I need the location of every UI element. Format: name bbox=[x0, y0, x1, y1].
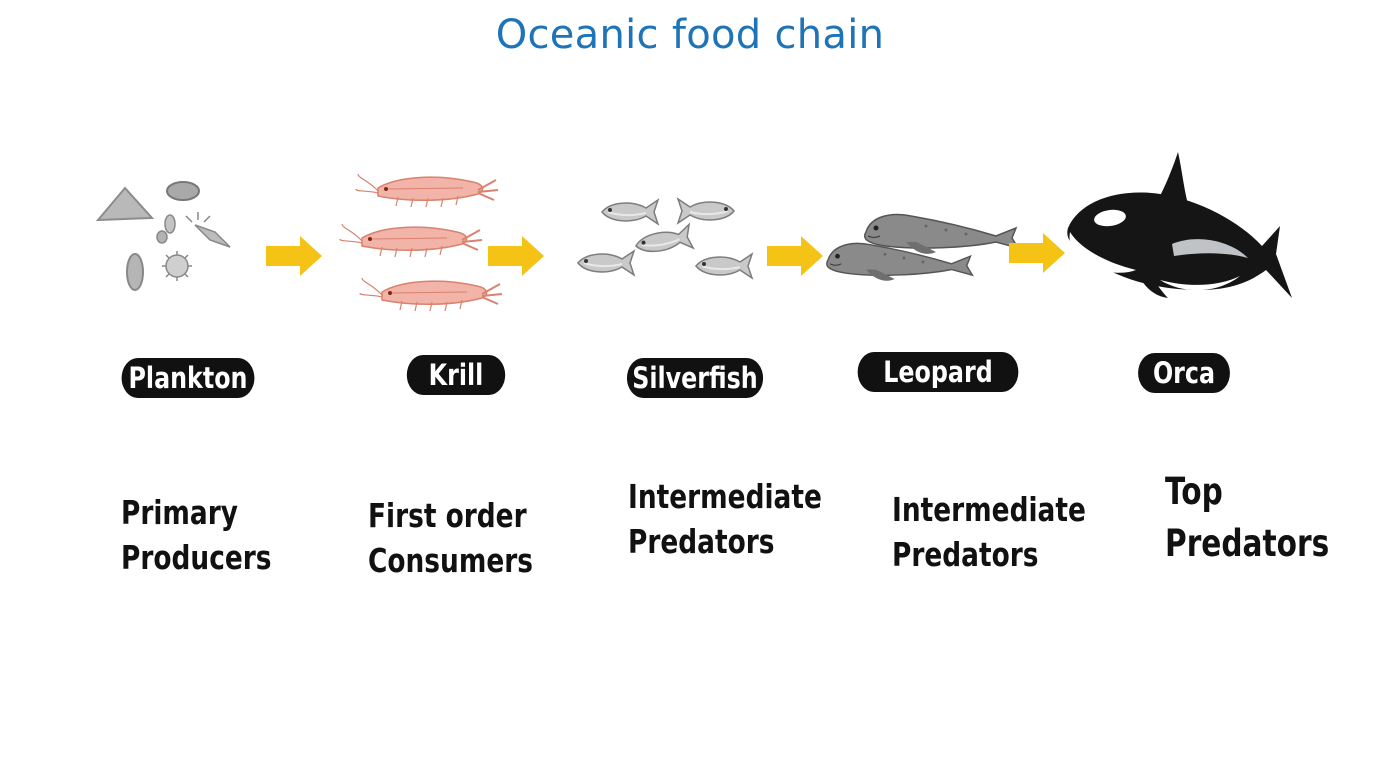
stage-role-silverfish: Intermediate Predators bbox=[628, 477, 822, 561]
stage-role-plankton: Primary Producers bbox=[121, 493, 272, 577]
stage-label-plankton: Plankton bbox=[121, 358, 255, 398]
leopard-seal-icon bbox=[826, 213, 1019, 282]
arrow-icon bbox=[1009, 233, 1065, 273]
stage-label-krill: Krill bbox=[406, 355, 506, 395]
silverfish-icon bbox=[577, 198, 753, 279]
stage-role-orca: Top Predators bbox=[1165, 470, 1330, 565]
stage-role-leopard-seal: Intermediate Predators bbox=[892, 490, 1086, 574]
diagram-title: Oceanic food chain bbox=[495, 12, 885, 58]
arrow-icon bbox=[488, 236, 544, 276]
orca-icon bbox=[1067, 152, 1292, 298]
arrow-icon bbox=[266, 236, 322, 276]
arrow-icon bbox=[767, 236, 823, 276]
krill-icon bbox=[339, 173, 503, 312]
stage-label-orca: Orca bbox=[1138, 353, 1230, 393]
stage-label-leopard-seal: Leopard seal bbox=[857, 352, 1019, 429]
plankton-icon bbox=[95, 181, 231, 291]
stage-role-krill: First order Consumers bbox=[368, 496, 533, 580]
stage-label-silverfish: Silverfish bbox=[626, 358, 764, 398]
